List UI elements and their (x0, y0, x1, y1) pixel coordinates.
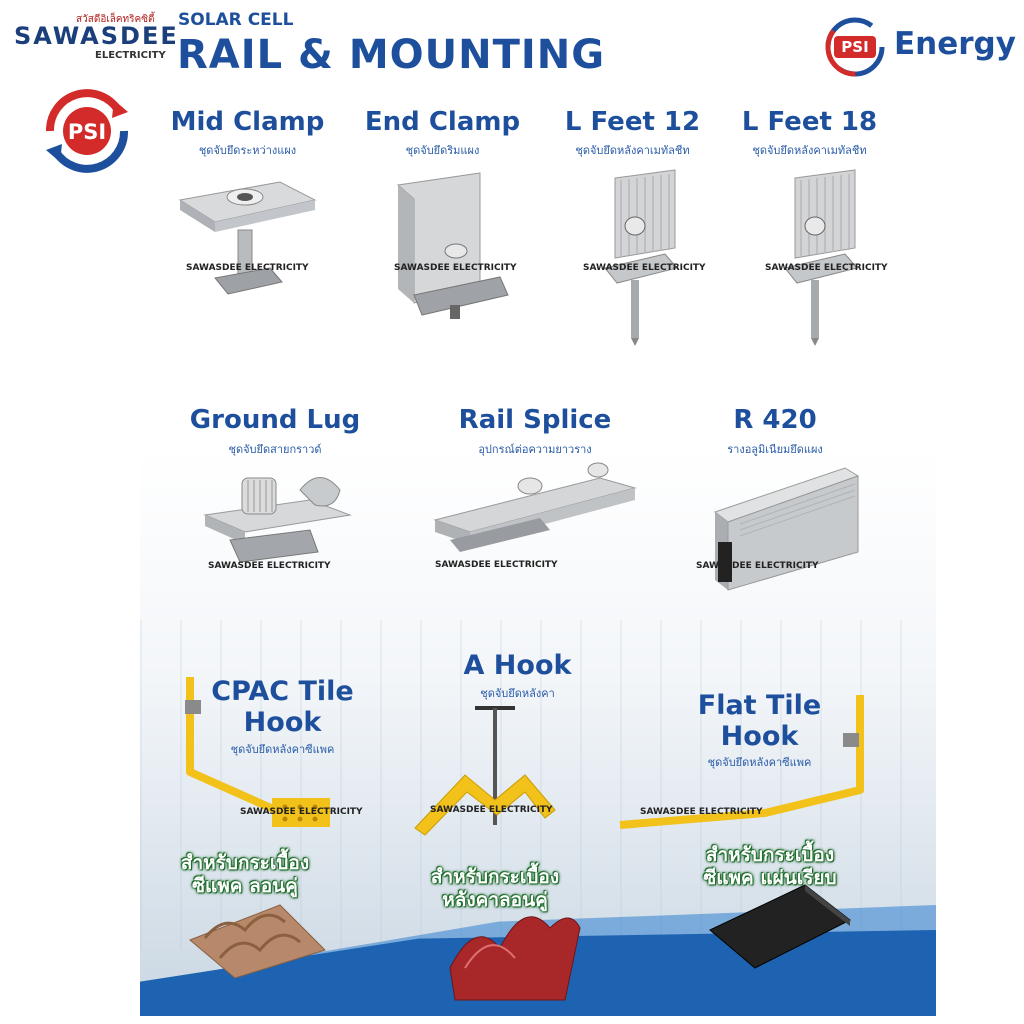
title-ground-lug: Ground Lug (189, 405, 361, 435)
title-a-hook: A Hook (463, 650, 572, 681)
caption-cpac: สำหรับกระเบื้อง ซีแพค ลอนคู่ (160, 852, 330, 898)
watermark: SAWASDEE ELECTRICITY (435, 560, 558, 570)
energy-wordmark: Energy (894, 26, 1016, 62)
mid-clamp-image (178, 181, 317, 295)
title-rail-splice: Rail Splice (458, 405, 612, 435)
sub-rail-splice: อุปกรณ์ต่อความยาวราง (478, 443, 592, 456)
caption-flat: สำหรับกระเบื้อง ซีแพค แผ่นเรียบ (680, 844, 860, 890)
flat-tile-hook-image (619, 695, 864, 829)
flat-tile-image (709, 884, 851, 969)
title-cpac-line2: Hook (243, 707, 322, 739)
watermark: SAWASDEE ELECTRICITY (583, 263, 706, 273)
a-hook-image (414, 706, 556, 836)
page-title: RAIL & MOUNTING (177, 32, 606, 78)
l-feet-12-image (604, 169, 678, 346)
title-cpac-line1: CPAC Tile (211, 676, 354, 707)
title-flat-tile-hook: Flat Tile Hook (672, 690, 847, 752)
title-l-feet-18: L Feet 18 (741, 107, 878, 137)
caption-a-hook-line1: สำหรับกระเบื้อง (430, 866, 560, 888)
watermark: SAWASDEE ELECTRICITY (640, 807, 763, 817)
sub-r-420: รางอลูมิเนียมยึดแผง (727, 443, 823, 456)
watermark: SAWASDEE ELECTRICITY (394, 263, 517, 273)
sub-ground-lug: ชุดจับยึดสายกราวด์ (228, 443, 322, 456)
cpac-tile-image (189, 904, 326, 979)
watermark: SAWASDEE ELECTRICITY (186, 263, 309, 273)
psi-badge-text: PSI (68, 120, 106, 144)
psi-logo-small: PSI (825, 17, 885, 77)
title-l-feet-12: L Feet 12 (564, 107, 701, 137)
psi-badge-small-text: PSI (841, 38, 868, 56)
ground-lug-image (203, 477, 352, 563)
l-feet-18-image (784, 169, 858, 346)
header-small: SOLAR CELL (178, 10, 294, 30)
sub-a-hook: ชุดจับยึดหลังคา (480, 687, 555, 700)
watermark: SAWASDEE ELECTRICITY (430, 805, 553, 815)
caption-flat-line2: ซีแพค แผ่นเรียบ (703, 866, 837, 889)
sub-l-feet-12: ชุดจับยึดหลังคาเมทัลชีท (575, 144, 690, 157)
caption-cpac-line2: ซีแพค ลอนคู่ (192, 874, 298, 897)
rail-splice-image (433, 462, 637, 552)
title-r-420: R 420 (733, 405, 817, 435)
brand-sub: ELECTRICITY (95, 50, 166, 61)
title-flat-line1: Flat Tile (697, 690, 822, 721)
watermark: SAWASDEE ELECTRICITY (765, 263, 888, 273)
caption-cpac-line1: สำหรับกระเบื้อง (180, 852, 310, 874)
caption-flat-line1: สำหรับกระเบื้อง (705, 844, 835, 866)
watermark: SAWASDEE ELECTRICITY (696, 561, 819, 571)
double-roman-tile-image (449, 916, 581, 1001)
psi-logo: PSI (45, 89, 129, 173)
caption-a-hook: สำหรับกระเบื้อง หลังคาลอนคู่ (410, 866, 580, 912)
end-clamp-image (396, 172, 509, 319)
watermark: SAWASDEE ELECTRICITY (240, 807, 363, 817)
sub-cpac-tile-hook: ชุดจับยึดหลังคาซีแพค (230, 743, 335, 756)
sub-end-clamp: ชุดจับยึดริมแผง (405, 144, 480, 157)
brand-thai-name: สวัสดีอิเล็คทริคซิตี้ (76, 14, 155, 25)
title-cpac-tile-hook: CPAC Tile Hook (195, 676, 370, 738)
sub-flat-tile-hook: ชุดจับยึดหลังคาซีแพค (707, 756, 812, 769)
title-end-clamp: End Clamp (364, 107, 521, 137)
r-420-rail-image (713, 467, 860, 591)
title-mid-clamp: Mid Clamp (170, 107, 325, 137)
sub-mid-clamp: ชุดจับยึดระหว่างแผง (198, 144, 297, 157)
sub-l-feet-18: ชุดจับยึดหลังคาเมทัลชีท (752, 144, 867, 157)
caption-a-hook-line2: หลังคาลอนคู่ (442, 888, 548, 911)
title-flat-line2: Hook (720, 721, 799, 753)
watermark: SAWASDEE ELECTRICITY (208, 561, 331, 571)
brand-name: SAWASDEE (14, 22, 179, 50)
cpac-tile-hook-image (185, 677, 330, 827)
